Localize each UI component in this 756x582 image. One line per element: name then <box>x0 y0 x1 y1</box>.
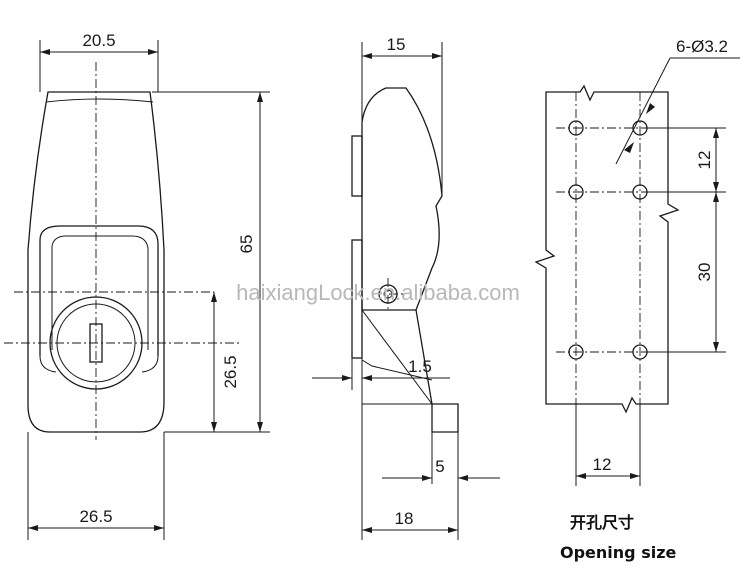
dim-front-top-width: 20.5 <box>82 31 115 50</box>
side-body-outline <box>361 87 459 433</box>
dim-front-key-height: 26.5 <box>221 355 240 388</box>
dim-hole-pitch-main: 30 <box>695 263 714 282</box>
dim-side-flange: 1.5 <box>408 357 432 376</box>
mount-hole <box>568 120 584 136</box>
dim-front-bottom-width: 26.5 <box>79 507 112 526</box>
side-view: 15 1.5 5 18 <box>312 35 500 540</box>
dim-hole-pitch-top: 12 <box>695 151 714 170</box>
caption-cn: 开孔尺寸 <box>570 513 634 532</box>
panel-outline <box>534 84 680 414</box>
caption-en: Opening size <box>560 543 677 562</box>
dim-hole-pitch-horizontal: 12 <box>593 455 612 474</box>
mount-hole <box>632 184 648 200</box>
watermark: haixiangLock.en.alibaba.com <box>236 280 520 305</box>
dim-side-tab: 5 <box>435 457 444 476</box>
front-body-outline <box>27 91 165 433</box>
dim-side-top-depth: 15 <box>387 35 406 54</box>
dim-side-total-depth: 18 <box>395 509 414 528</box>
dim-front-height: 65 <box>237 235 256 254</box>
mount-hole <box>568 184 584 200</box>
front-view: 20.5 65 26.5 26.5 <box>4 31 270 540</box>
mount-hole <box>568 344 584 360</box>
front-key-housing <box>39 225 159 356</box>
hole-pattern-view: 6-Ø3.2 12 30 12 <box>534 37 740 486</box>
hole-callout: 6-Ø3.2 <box>676 37 728 56</box>
mount-hole <box>632 120 648 136</box>
mount-hole <box>632 344 648 360</box>
